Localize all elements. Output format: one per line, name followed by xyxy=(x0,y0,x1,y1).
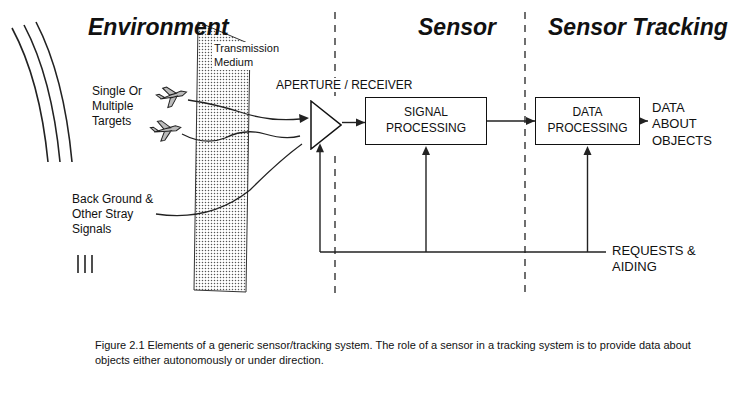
connector-arrow xyxy=(342,119,365,127)
target-aircraft xyxy=(149,118,182,143)
arrow-head xyxy=(639,117,648,125)
annotation-label: REQUESTS & AIDING xyxy=(612,243,696,276)
triangle-shape xyxy=(311,101,341,149)
arrow-head xyxy=(526,117,535,125)
environment-arc xyxy=(24,25,60,162)
connector-arrow xyxy=(487,117,535,125)
annotation-label: DATA ABOUT OBJECTS xyxy=(652,100,716,149)
figure-caption: Figure 2.1 Elements of a generic sensor/… xyxy=(95,338,695,368)
process-box: DATA PROCESSING xyxy=(535,97,640,145)
receiver-label: APERTURE / RECEIVER xyxy=(274,78,414,92)
arrow-head xyxy=(356,119,365,127)
signal-path xyxy=(188,100,300,120)
section-heading: Sensor xyxy=(418,14,496,42)
arrow-head xyxy=(584,146,592,155)
environment-arc xyxy=(12,28,48,162)
arrow-head xyxy=(422,146,430,155)
target-aircraft xyxy=(155,82,189,109)
feedback-line xyxy=(320,251,606,252)
ground-tick xyxy=(84,255,86,273)
annotation-label: Single Or Multiple Targets xyxy=(92,84,152,129)
section-heading: Environment xyxy=(88,14,229,42)
arrow-head xyxy=(299,114,309,123)
annotation-label: Back Ground & Other Stray Signals xyxy=(72,192,160,237)
process-box: SIGNAL PROCESSING xyxy=(365,97,487,145)
section-divider xyxy=(524,12,525,296)
feedback-line xyxy=(319,151,320,252)
receiver-amplifier: APERTURE / RECEIVER xyxy=(310,100,342,150)
feedback-line xyxy=(587,153,588,252)
box-label: DATA PROCESSING xyxy=(536,105,639,136)
section-heading: Sensor Tracking xyxy=(548,14,728,42)
box-label: SIGNAL PROCESSING xyxy=(366,105,486,136)
feedback-line xyxy=(425,153,426,252)
stray-signal-path xyxy=(156,144,302,216)
ground-tick xyxy=(77,255,79,273)
annotation-label: Transmission Medium xyxy=(212,42,286,70)
environment-arc xyxy=(36,22,72,162)
section-divider xyxy=(334,156,335,296)
signal-path xyxy=(182,132,300,141)
ground-tick xyxy=(91,255,93,273)
triangle-outline xyxy=(310,100,342,150)
